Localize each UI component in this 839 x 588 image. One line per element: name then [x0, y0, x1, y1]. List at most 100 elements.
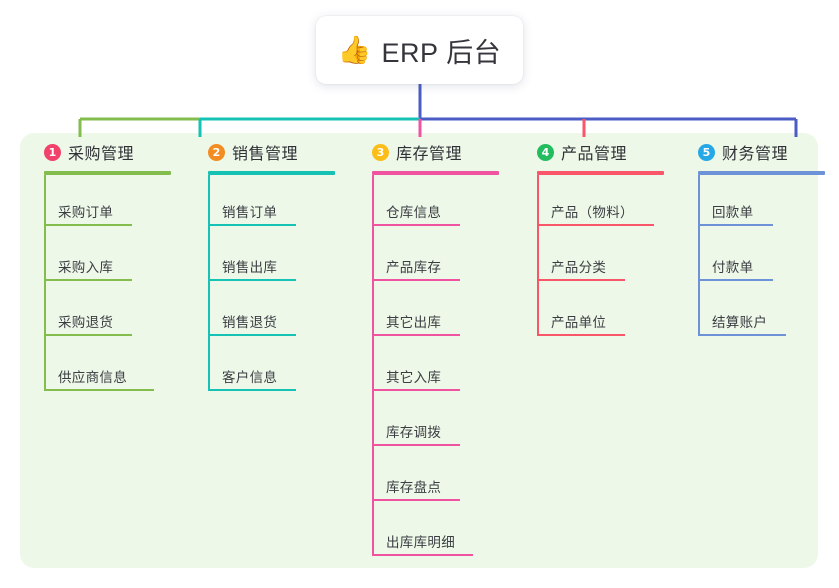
list-item[interactable]: 回款单: [686, 175, 836, 230]
list-item-rule: [698, 224, 773, 226]
module-spine: [44, 175, 46, 391]
module-header-rule: [372, 171, 499, 175]
list-item-label: 结算账户: [712, 315, 768, 330]
list-item-label: 采购退货: [58, 315, 114, 330]
module-number-badge: 2: [208, 143, 225, 161]
list-item[interactable]: 结算账户: [686, 285, 836, 340]
list-item-label: 销售退货: [222, 315, 278, 330]
module-title: 采购管理: [68, 146, 135, 163]
list-item-rule: [44, 224, 132, 226]
list-item[interactable]: 客户信息: [196, 340, 356, 395]
list-item-rule: [372, 389, 460, 391]
page-title: ERP 后台: [381, 37, 502, 68]
list-item-rule: [698, 334, 786, 336]
list-item[interactable]: 产品单位: [525, 285, 695, 340]
list-item-label: 销售订单: [222, 205, 278, 220]
module-header-rule: [537, 171, 664, 175]
list-item[interactable]: 付款单: [686, 230, 836, 285]
list-item-label: 付款单: [712, 260, 754, 275]
module-item-list: 采购订单采购入库采购退货供应商信息: [32, 175, 192, 395]
module-item-list: 仓库信息产品库存其它出库其它入库库存调拨库存盘点出库库明细: [360, 175, 530, 560]
list-item-rule: [372, 334, 460, 336]
list-item-rule: [537, 224, 654, 226]
module-header-3[interactable]: 3 库存管理: [360, 133, 530, 171]
module-column-5: 5 财务管理回款单付款单结算账户: [686, 133, 836, 340]
module-header-1[interactable]: 1 采购管理: [32, 133, 192, 171]
module-spine: [537, 175, 539, 336]
module-header-4[interactable]: 4 产品管理: [525, 133, 695, 171]
list-item[interactable]: 销售退货: [196, 285, 356, 340]
list-item-label: 采购订单: [58, 205, 114, 220]
list-item-label: 采购入库: [58, 260, 114, 275]
list-item-rule: [44, 279, 132, 281]
list-item-rule: [44, 389, 154, 391]
module-header-rule: [44, 171, 171, 175]
list-item-label: 回款单: [712, 205, 754, 220]
module-column-3: 3 库存管理仓库信息产品库存其它出库其它入库库存调拨库存盘点出库库明细: [360, 133, 530, 560]
list-item[interactable]: 产品库存: [360, 230, 530, 285]
list-item[interactable]: 库存调拨: [360, 395, 530, 450]
list-item-label: 其它出库: [386, 315, 442, 330]
list-item-rule: [698, 279, 773, 281]
module-column-1: 1 采购管理采购订单采购入库采购退货供应商信息: [32, 133, 192, 395]
list-item-label: 产品单位: [551, 315, 607, 330]
list-item[interactable]: 产品分类: [525, 230, 695, 285]
list-item-label: 库存盘点: [386, 480, 442, 495]
module-title: 产品管理: [561, 146, 628, 163]
list-item-label: 产品库存: [386, 260, 442, 275]
module-number-badge: 5: [698, 143, 715, 161]
module-spine: [698, 175, 700, 336]
module-number-badge: 4: [537, 143, 554, 161]
module-item-list: 回款单付款单结算账户: [686, 175, 836, 340]
list-item-rule: [537, 334, 625, 336]
list-item[interactable]: 其它出库: [360, 285, 530, 340]
module-columns: 1 采购管理采购订单采购入库采购退货供应商信息 2 销售管理销售订单销售出库销售退货客…: [20, 133, 825, 568]
list-item-label: 客户信息: [222, 370, 278, 385]
module-title: 库存管理: [396, 146, 463, 163]
module-header-2[interactable]: 2 销售管理: [196, 133, 356, 171]
modules-panel: [20, 133, 818, 568]
module-number-badge: 3: [372, 143, 389, 161]
list-item-label: 库存调拨: [386, 425, 442, 440]
module-title: 财务管理: [722, 146, 789, 163]
module-header-rule: [208, 171, 335, 175]
thumbs-up-icon: 👍: [337, 34, 372, 66]
root-title-card[interactable]: 👍 ERP 后台: [316, 16, 523, 84]
list-item[interactable]: 采购订单: [32, 175, 192, 230]
list-item[interactable]: 采购退货: [32, 285, 192, 340]
list-item[interactable]: 采购入库: [32, 230, 192, 285]
list-item-rule: [208, 279, 296, 281]
module-header-5[interactable]: 5 财务管理: [686, 133, 836, 171]
list-item-label: 仓库信息: [386, 205, 442, 220]
list-item-label: 供应商信息: [58, 370, 127, 385]
list-item-label: 销售出库: [222, 260, 278, 275]
list-item[interactable]: 产品（物料）: [525, 175, 695, 230]
list-item-rule: [208, 224, 296, 226]
module-spine: [372, 175, 374, 556]
module-item-list: 产品（物料） 产品分类产品单位: [525, 175, 695, 340]
list-item-label: 出库库明细: [386, 535, 455, 550]
list-item-rule: [372, 279, 460, 281]
module-item-list: 销售订单销售出库销售退货客户信息: [196, 175, 356, 395]
list-item-rule: [537, 279, 625, 281]
module-header-rule: [698, 171, 825, 175]
list-item-rule: [372, 444, 460, 446]
list-item-label: 产品（物料）: [551, 205, 634, 220]
list-item-rule: [372, 499, 460, 501]
module-title: 销售管理: [232, 146, 299, 163]
list-item[interactable]: 仓库信息: [360, 175, 530, 230]
list-item[interactable]: 出库库明细: [360, 505, 530, 560]
list-item[interactable]: 其它入库: [360, 340, 530, 395]
list-item-rule: [372, 224, 460, 226]
module-column-4: 4 产品管理产品（物料） 产品分类产品单位: [525, 133, 695, 340]
list-item[interactable]: 库存盘点: [360, 450, 530, 505]
list-item-rule: [44, 334, 132, 336]
list-item-rule: [372, 554, 473, 556]
module-column-2: 2 销售管理销售订单销售出库销售退货客户信息: [196, 133, 356, 395]
list-item[interactable]: 供应商信息: [32, 340, 192, 395]
list-item[interactable]: 销售订单: [196, 175, 356, 230]
list-item[interactable]: 销售出库: [196, 230, 356, 285]
module-number-badge: 1: [44, 143, 61, 161]
